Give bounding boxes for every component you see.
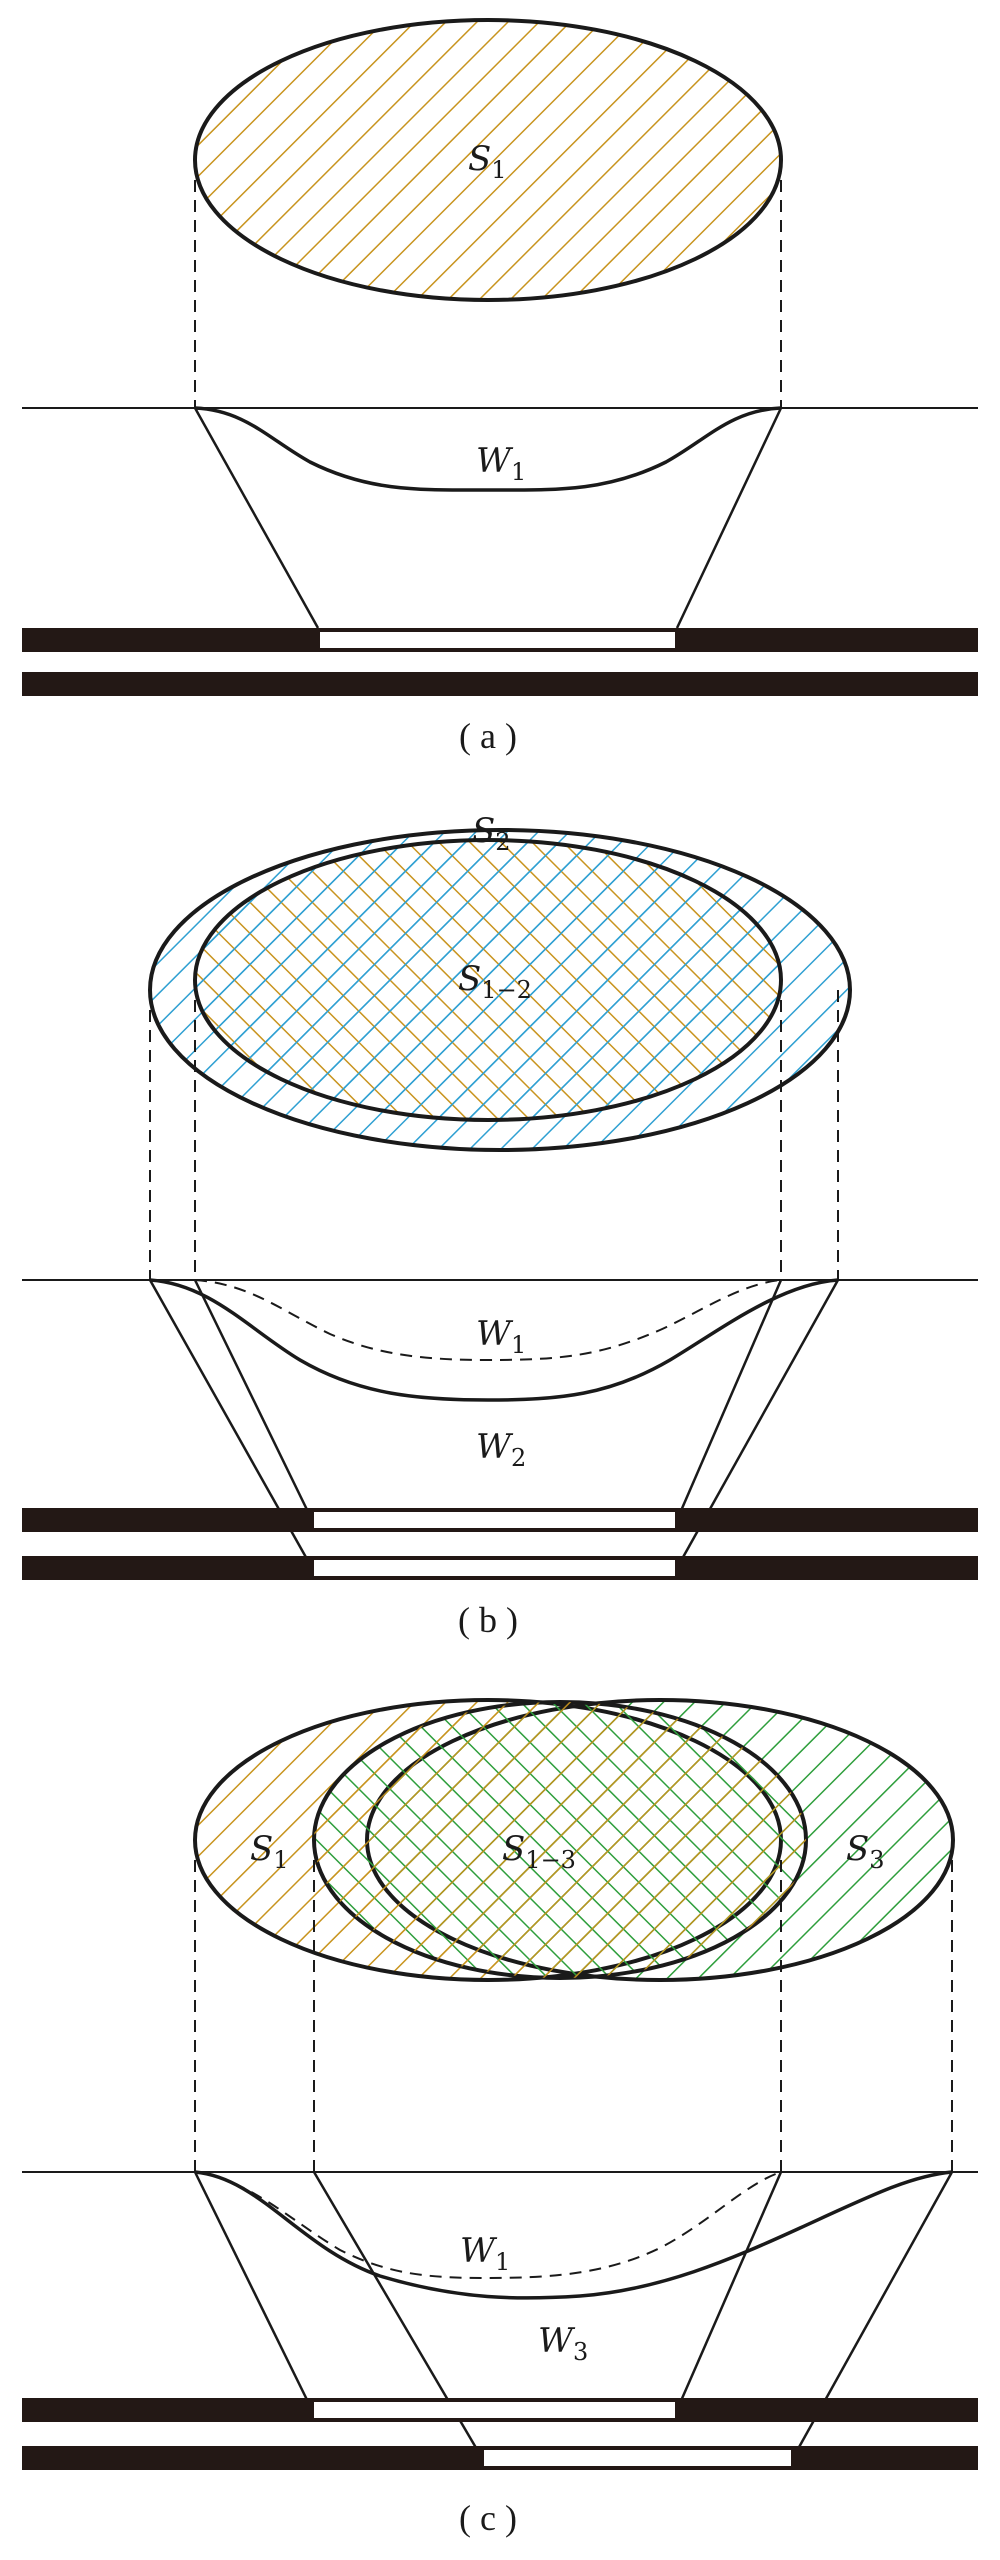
caption-a: ( a ) <box>459 716 517 756</box>
goaf-opening-1 <box>310 2398 679 2422</box>
draw-line-s1-right <box>675 2171 783 2411</box>
subsidence-basin-w3 <box>194 2170 953 2300</box>
label-s1-2: S1−2 <box>458 959 532 1004</box>
subsidence-basin-w2 <box>149 1278 839 1402</box>
draw-line-left <box>193 407 320 629</box>
lower-seam <box>22 672 978 696</box>
coal-seam-1-left <box>22 2398 312 2422</box>
coal-seam-2-right <box>793 2446 978 2470</box>
label-s1: S1 <box>468 139 507 184</box>
label-w2: W2 <box>476 1427 526 1472</box>
coal-seam-1-right <box>677 1508 978 1532</box>
coal-seam-2-right <box>677 1556 978 1580</box>
panel-c: S1 S1−3 S3 W1 W3 ( c ) <box>22 1698 978 2538</box>
label-s3: S3 <box>846 1829 885 1874</box>
coal-seam-right <box>677 628 978 652</box>
draw-line-right <box>675 407 783 629</box>
panel-a: S1 W1 ( a ) <box>22 18 978 756</box>
s1-3-area-ellipse-orange <box>314 1702 806 1978</box>
label-w1: W1 <box>476 441 526 486</box>
subsidence-basin-w1-dashed <box>194 2171 782 2280</box>
draw-line-s1-left <box>193 2171 314 2411</box>
label-s2: S2 <box>472 811 511 856</box>
subsidence-basin-w1-dashed <box>194 1279 782 1362</box>
coal-seam-2-left <box>22 1556 312 1580</box>
subsidence-basin-w1 <box>194 406 782 492</box>
coal-seam-1-right <box>677 2398 978 2422</box>
panel-b: S2 S1−2 W1 W2 ( b ) <box>22 811 978 1640</box>
coal-seam-2-left <box>22 2446 482 2470</box>
label-w1: W1 <box>460 2231 510 2276</box>
label-w1: W1 <box>476 1314 526 1359</box>
coal-seam-1-left <box>22 1508 312 1532</box>
caption-c: ( c ) <box>459 2498 517 2538</box>
caption-b: ( b ) <box>458 1600 518 1640</box>
goaf-opening <box>316 628 679 652</box>
label-w3: W3 <box>538 2321 588 2366</box>
goaf-opening-2 <box>310 1556 679 1580</box>
goaf-opening-2 <box>480 2446 795 2470</box>
label-s1: S1 <box>250 1829 289 1874</box>
coal-seam-left <box>22 628 318 652</box>
label-s1-3: S1−3 <box>502 1829 576 1874</box>
draw-line-s1-right <box>675 1279 783 1521</box>
draw-line-s1-left <box>193 1279 314 1521</box>
goaf-opening-1 <box>310 1508 679 1532</box>
